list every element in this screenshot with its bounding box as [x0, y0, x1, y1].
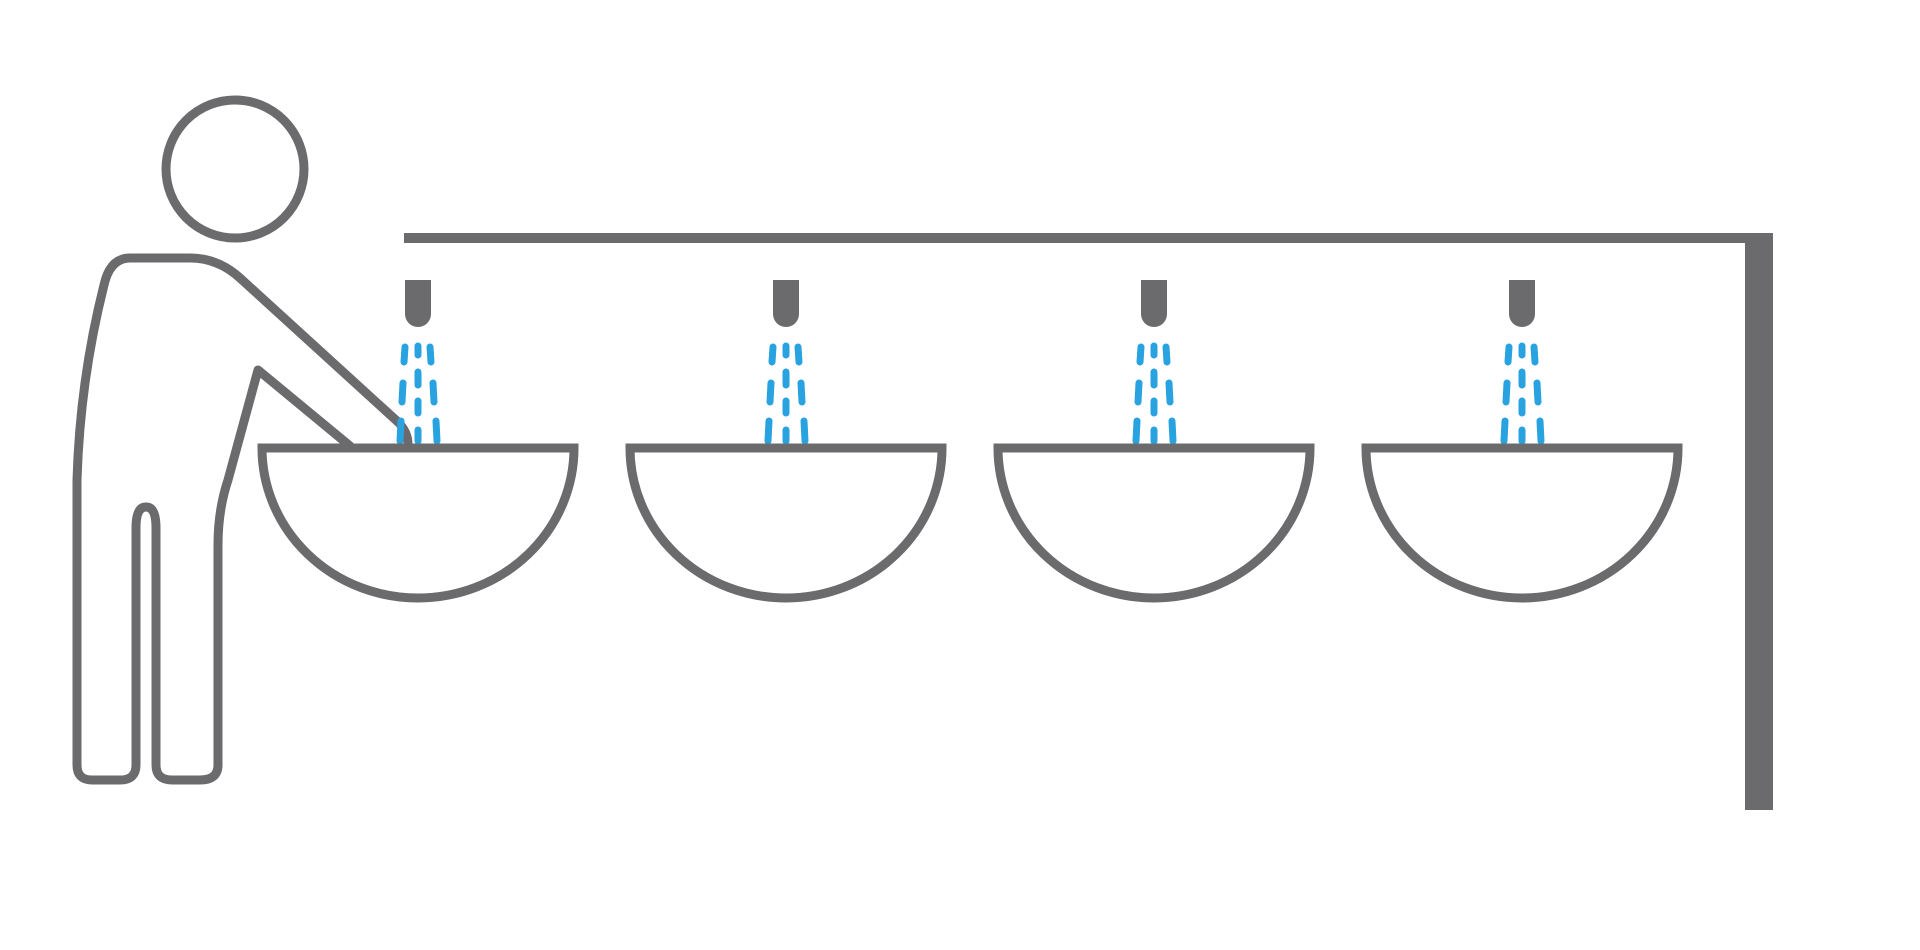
wall-icon — [404, 233, 1773, 810]
faucet-icon — [405, 280, 431, 327]
faucet-icon — [1141, 280, 1167, 327]
water-stream-icon — [768, 346, 805, 441]
sink-basin-icon — [630, 448, 942, 598]
side-wall — [1745, 233, 1773, 810]
counter-bar — [404, 233, 1773, 243]
sink-basin-icon — [1366, 448, 1678, 598]
water-stream-icon — [1504, 346, 1541, 441]
person-head — [161, 95, 309, 243]
person-body — [72, 253, 413, 785]
faucet-icon — [1509, 280, 1535, 327]
sink-station-4 — [1366, 280, 1678, 598]
sink-station-1 — [262, 280, 574, 598]
sink-basin-icon — [998, 448, 1310, 598]
faucet-icon — [773, 280, 799, 327]
sink-station-3 — [998, 280, 1310, 598]
water-stream-icon — [1136, 346, 1173, 441]
sink-station-2 — [630, 280, 942, 598]
sink-basin-icon — [262, 448, 574, 598]
person-icon — [72, 95, 413, 785]
